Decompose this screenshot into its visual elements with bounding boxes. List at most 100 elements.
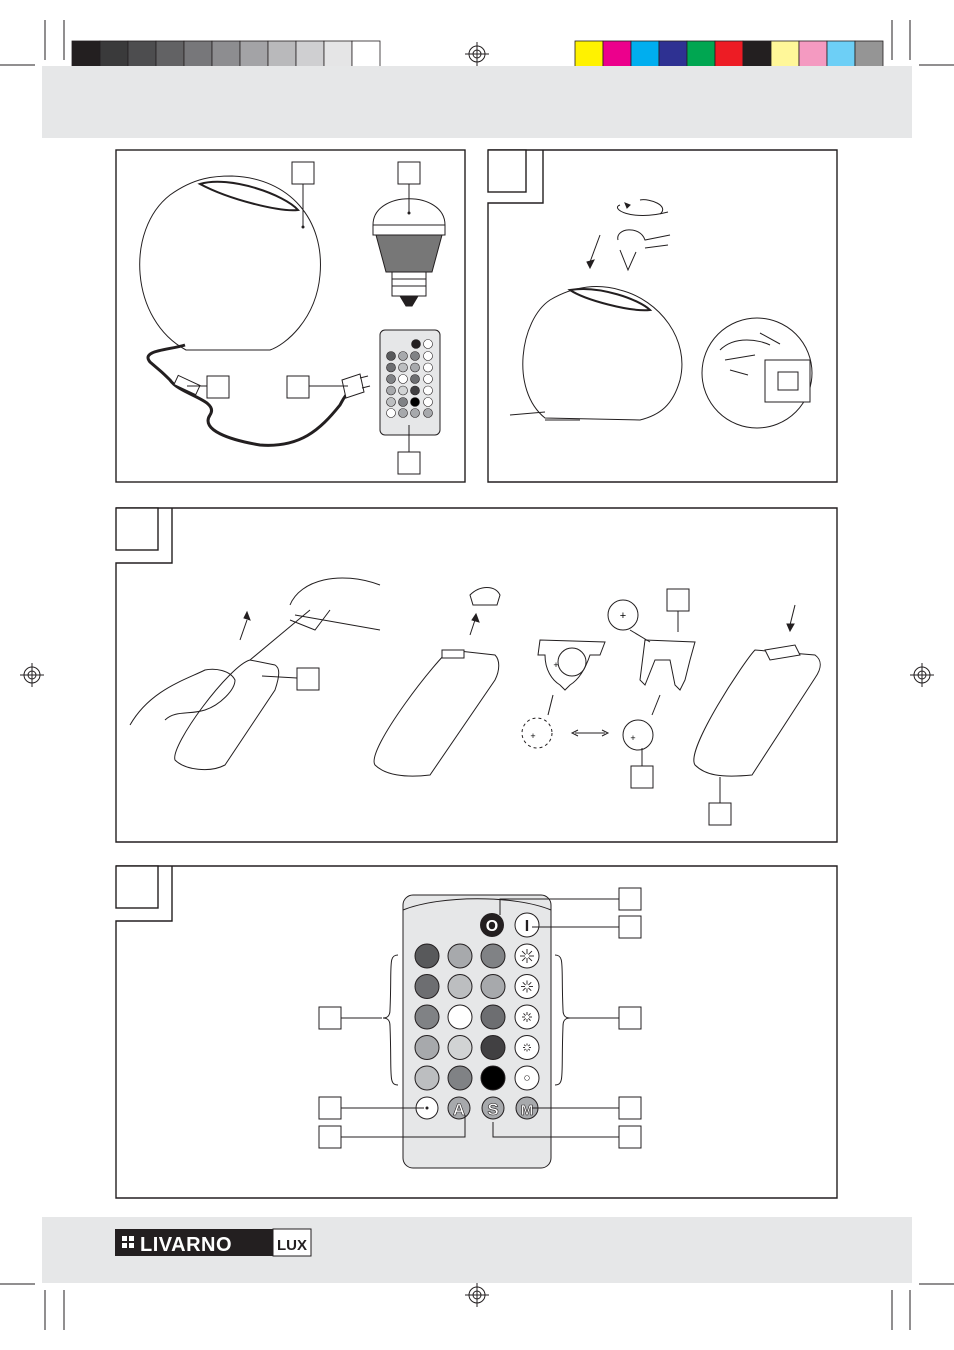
brightness-button bbox=[514, 1004, 540, 1030]
mini-button bbox=[398, 397, 408, 407]
livarno-lux-logo: LIVARNO LUX bbox=[115, 1228, 312, 1257]
mini-button bbox=[423, 397, 433, 407]
mini-button bbox=[410, 362, 420, 373]
power-off-button bbox=[480, 913, 504, 937]
mini-button bbox=[386, 362, 396, 373]
speed-button bbox=[481, 1096, 505, 1120]
color-button bbox=[447, 974, 473, 999]
color-button bbox=[447, 1035, 473, 1060]
color-button bbox=[480, 974, 506, 999]
color-button bbox=[480, 943, 506, 969]
remote-control-small-illustration bbox=[379, 329, 441, 436]
mini-button bbox=[386, 374, 396, 384]
mini-button bbox=[398, 385, 408, 396]
mini-button bbox=[398, 362, 408, 373]
color-swatch bbox=[686, 40, 716, 70]
color-swatch bbox=[714, 40, 744, 70]
color-button bbox=[447, 943, 473, 969]
color-swatch bbox=[127, 40, 157, 70]
panel-battery-change: + + + + bbox=[115, 507, 838, 843]
brightness-icon bbox=[520, 949, 534, 963]
brightness-icon bbox=[524, 1075, 530, 1081]
mini-button bbox=[386, 397, 396, 407]
color-swatch bbox=[239, 40, 269, 70]
auto-label: A bbox=[453, 1100, 465, 1119]
color-swatch bbox=[295, 40, 325, 70]
brand-suffix: LUX bbox=[277, 1237, 307, 1254]
crop-marks bbox=[0, 20, 954, 1330]
process-color-bar bbox=[574, 40, 884, 70]
mini-button bbox=[410, 351, 420, 361]
mini-button bbox=[386, 351, 396, 361]
color-button bbox=[414, 1004, 440, 1030]
color-button bbox=[480, 1035, 506, 1060]
mini-button bbox=[423, 408, 433, 418]
power-on-button bbox=[514, 912, 540, 938]
registration-mark-bottom bbox=[465, 1283, 489, 1307]
color-swatch bbox=[742, 40, 772, 70]
panel-remote-control: O I A S M bbox=[115, 865, 838, 1199]
panel-install-bulb bbox=[487, 149, 838, 483]
speed-label: S bbox=[487, 1100, 498, 1119]
mini-button bbox=[423, 385, 433, 396]
mini-button bbox=[410, 385, 420, 396]
battery-plus-4: + bbox=[553, 660, 558, 670]
color-swatch bbox=[854, 40, 884, 70]
color-button bbox=[414, 1065, 440, 1091]
color-button bbox=[414, 943, 440, 969]
registration-mark-top bbox=[465, 42, 489, 66]
mini-button bbox=[423, 351, 433, 361]
color-swatch bbox=[658, 40, 688, 70]
remote-control-body bbox=[402, 894, 552, 1169]
brightness-button bbox=[514, 1035, 540, 1060]
color-swatch bbox=[99, 40, 129, 70]
brightness-icon bbox=[521, 980, 533, 993]
color-button bbox=[480, 1004, 506, 1030]
color-button bbox=[480, 1065, 506, 1091]
mini-button bbox=[398, 351, 408, 361]
brightness-icon bbox=[523, 1043, 531, 1052]
color-swatch bbox=[211, 40, 241, 70]
color-button bbox=[414, 974, 440, 999]
color-swatch bbox=[630, 40, 660, 70]
color-swatch bbox=[574, 40, 604, 70]
color-swatch bbox=[798, 40, 828, 70]
mini-button bbox=[398, 374, 408, 384]
color-swatch bbox=[155, 40, 185, 70]
color-button bbox=[414, 1035, 440, 1060]
auto-button bbox=[447, 1096, 471, 1120]
mini-button bbox=[386, 385, 396, 396]
color-swatch bbox=[183, 40, 213, 70]
color-button bbox=[447, 1004, 473, 1030]
grayscale-color-bar bbox=[71, 40, 381, 70]
remote-color-button-grid bbox=[414, 943, 540, 1091]
color-swatch bbox=[826, 40, 856, 70]
registration-mark-right bbox=[910, 663, 934, 687]
color-swatch bbox=[770, 40, 800, 70]
mini-button bbox=[423, 362, 433, 373]
mini-button bbox=[410, 397, 420, 407]
color-swatch bbox=[602, 40, 632, 70]
mini-button bbox=[423, 374, 433, 384]
brightness-icon bbox=[522, 1012, 532, 1022]
battery-plus-3: + bbox=[620, 610, 626, 622]
mini-button bbox=[410, 374, 420, 384]
power-cable-illustration bbox=[146, 343, 371, 447]
mini-button bbox=[411, 339, 421, 349]
brightness-button bbox=[514, 974, 540, 999]
brightness-button bbox=[514, 943, 540, 969]
color-swatch bbox=[323, 40, 353, 70]
mini-button bbox=[410, 408, 420, 418]
mini-button bbox=[398, 408, 408, 418]
power-on-label: I bbox=[525, 918, 529, 935]
panel-parts bbox=[115, 149, 466, 483]
battery-plus-1: + bbox=[530, 731, 535, 741]
color-swatch bbox=[351, 40, 381, 70]
header-band bbox=[42, 66, 912, 138]
brightness-button bbox=[514, 1065, 540, 1091]
power-off-label: O bbox=[486, 918, 498, 935]
globe-lamp-illustration bbox=[139, 175, 321, 351]
color-swatch bbox=[267, 40, 297, 70]
color-swatch bbox=[71, 40, 101, 70]
